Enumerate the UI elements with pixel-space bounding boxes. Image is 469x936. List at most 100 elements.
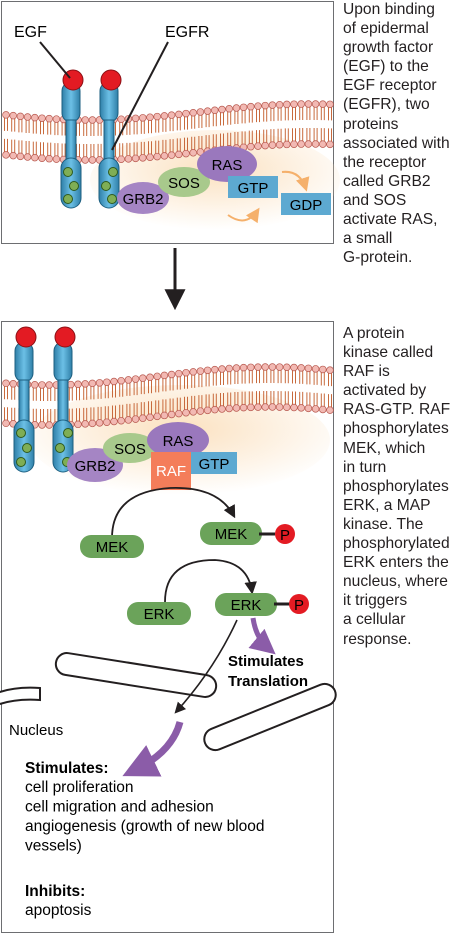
lipid-head [9,380,17,388]
lipid-tails [155,379,160,414]
lipid-head [182,109,190,118]
lipid-head [304,404,313,413]
lipid-head [167,151,176,159]
lipid-tails [212,113,217,148]
lipid-head [319,365,327,374]
svg-text:RAS: RAS [163,433,194,450]
lipid-tails [90,386,95,421]
lipid-head [304,364,313,373]
lipid-head [189,368,197,376]
stimulates-item: cell proliferation [25,779,134,796]
lipid-tails [4,386,8,421]
lipid-head [139,114,147,122]
lipid-tails [263,108,268,143]
lipid-tails [227,371,232,406]
lipid-head [81,420,89,428]
phosphate-group [289,594,309,614]
svg-text:SOS: SOS [114,441,146,458]
stimulates-translation-line1: Stimulates [228,653,304,670]
phospho-dot [55,443,65,453]
lipid-tails [83,386,88,421]
lipid-head [9,111,17,120]
stimulates-translation-line2: Translation [228,673,308,690]
lipid-tails [140,120,145,155]
lipid-tails [11,386,16,421]
lipid-tails [263,370,268,405]
lipid-tails [11,118,16,153]
svg-text:P: P [280,527,290,544]
top-caption-line: called GRB2 [343,172,431,190]
svg-text:RAF: RAF [156,463,186,480]
erk-phosphorylated: ERK P [215,593,309,616]
phospho-dot [22,443,32,453]
lipid-head [45,381,53,389]
lipid-head [2,379,10,388]
lipid-head [110,377,118,386]
egf-leader-line [39,41,71,79]
top-caption-line: of epidermal [343,20,429,38]
lipid-head [326,140,334,149]
lipid-head [175,110,183,119]
lipid-tails [97,122,102,157]
lipid-head [283,403,291,412]
lipid-tails [104,385,109,420]
phospho-dot [16,428,26,438]
lipid-tails [205,114,210,149]
lipid-head [283,363,291,372]
bottom-caption-line: it triggers [343,592,408,610]
bottom-caption-line: kinase called [343,344,434,362]
lipid-head [203,406,212,415]
lipid-head [45,154,53,163]
lipid-head [52,115,61,123]
phosphate-group [275,524,295,544]
lipid-head [211,106,219,115]
stimulates-item: vessels) [25,838,82,855]
lipid-head [290,403,298,412]
top-caption-line: a small [343,230,393,248]
lipid-head [160,411,169,420]
lipid-head [81,380,89,388]
lipid-head [182,149,190,158]
lipid-tails [184,116,188,151]
top-caption-line: and SOS [343,191,407,209]
lipid-tails [25,120,30,155]
gtp-box-bottom: GTP [191,452,237,474]
lipid-head [203,366,212,375]
lipid-head [131,375,140,383]
lipid-head [153,112,161,121]
egf-ligand-right [100,69,122,91]
bottom-caption-line: phosphorylated [343,535,450,553]
lipid-tails [83,122,88,157]
lipid-head [225,104,233,113]
lipid-head [254,142,262,150]
lipid-head [38,154,46,162]
lipid-head [139,414,147,422]
lipid-tails [212,372,217,407]
lipid-head [103,418,111,426]
lipid-head [88,156,97,164]
lipid-head [23,113,32,121]
phospho-dot [16,457,26,467]
lipid-tails [241,110,246,145]
lipid-head [182,368,190,377]
lipid-head [110,417,118,426]
lipid-head [326,366,334,374]
top-caption-line: activate RAS, [343,211,438,229]
lipid-head [160,152,169,160]
lipid-head [261,141,269,150]
lipid-tails [155,119,160,154]
lipid-tails [320,107,325,142]
lipid-tails [119,383,124,418]
phospho-dot [101,181,111,191]
lipid-head [146,153,154,161]
lipid-tails [277,370,282,405]
lipid-head [247,102,255,111]
lipid-head [88,419,97,428]
lipid-tails [299,370,304,405]
lipid-tails [284,107,289,142]
lipid-head [196,108,205,116]
lipid-tails [328,373,332,408]
lipid-head [283,140,291,149]
lipid-head [146,373,154,382]
grb2-protein-top: GRB2 [117,182,169,214]
